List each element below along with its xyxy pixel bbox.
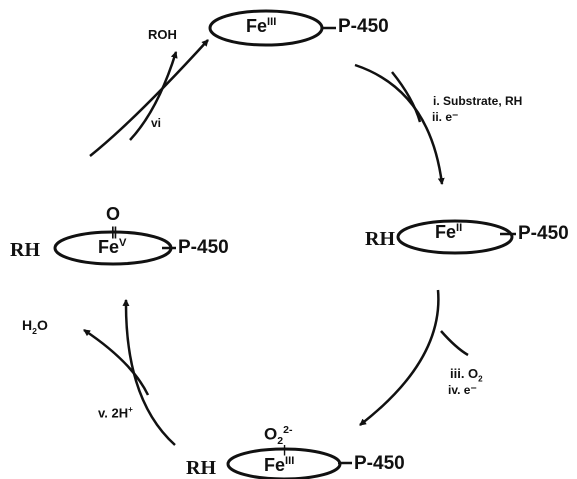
iron-left-symbol: Fe <box>98 237 120 257</box>
product-roh-label: ROH <box>148 27 177 42</box>
enzyme-right-label: P-450 <box>518 223 569 244</box>
step-iii-subscript: 2 <box>478 374 483 384</box>
iron-top-label: FeIII <box>246 16 277 36</box>
substrate-right-label: RH <box>365 228 395 250</box>
iron-bottom-oxidation: III <box>285 455 295 467</box>
enzyme-bottom-label: P-450 <box>354 453 405 474</box>
step-v-superscript: + <box>128 405 133 414</box>
arrow-step-vi <box>89 39 209 157</box>
arrow-step-iii-iv-input <box>440 330 469 357</box>
iron-right-label: FeII <box>435 222 463 242</box>
oxo-double-bond: || <box>111 224 117 239</box>
step-i-label: i. Substrate, RH <box>433 94 523 108</box>
iron-top-symbol: Fe <box>246 16 268 36</box>
iron-left-oxidation: V <box>119 237 127 249</box>
dioxygen-charge: 2- <box>283 424 293 436</box>
arrow-step-v-water <box>83 328 150 396</box>
arrow-step-iii-iv <box>359 289 440 426</box>
arrow-step-i-ii <box>354 63 445 186</box>
step-iii-label: iii. O2 <box>450 367 483 384</box>
arrow-step-i-ii-input <box>391 71 422 123</box>
step-ii-label: ii. e⁻ <box>432 110 459 124</box>
arrow-step-v <box>122 298 176 446</box>
dioxygen-subscript: 2 <box>277 435 284 448</box>
iron-top-oxidation: III <box>267 16 277 28</box>
dioxygen-symbol: O <box>264 424 278 444</box>
enzyme-top-label: P-450 <box>338 16 389 37</box>
arrow-step-vi-product <box>129 50 178 141</box>
step-v-text: v. 2H <box>98 405 129 421</box>
substrate-left-label: RH <box>10 239 40 261</box>
substrate-bottom-label: RH <box>186 457 216 479</box>
step-v-label: v. 2H+ <box>98 405 133 421</box>
dioxygen-ligand-label: O22- <box>264 425 292 447</box>
dioxygen-single-bond: | <box>283 444 287 456</box>
water-subscript: 2 <box>32 325 37 336</box>
iron-right-oxidation: II <box>456 222 463 234</box>
oxo-ligand-label: O <box>106 204 121 224</box>
iron-right-symbol: Fe <box>435 222 457 242</box>
step-iii-text: iii. O <box>450 366 479 381</box>
water-o: O <box>36 317 48 333</box>
step-vi-label: vi <box>151 116 162 130</box>
iron-bottom-symbol: Fe <box>264 455 286 475</box>
enzyme-left-label: P-450 <box>178 237 229 258</box>
heme-ring-right <box>396 219 514 255</box>
step-iv-label: iv. e⁻ <box>448 383 477 397</box>
iron-bottom-label: FeIII <box>264 455 295 475</box>
water-label: H2O <box>22 318 48 335</box>
water-h: H <box>22 317 33 333</box>
iron-left-label: FeV <box>98 237 127 257</box>
